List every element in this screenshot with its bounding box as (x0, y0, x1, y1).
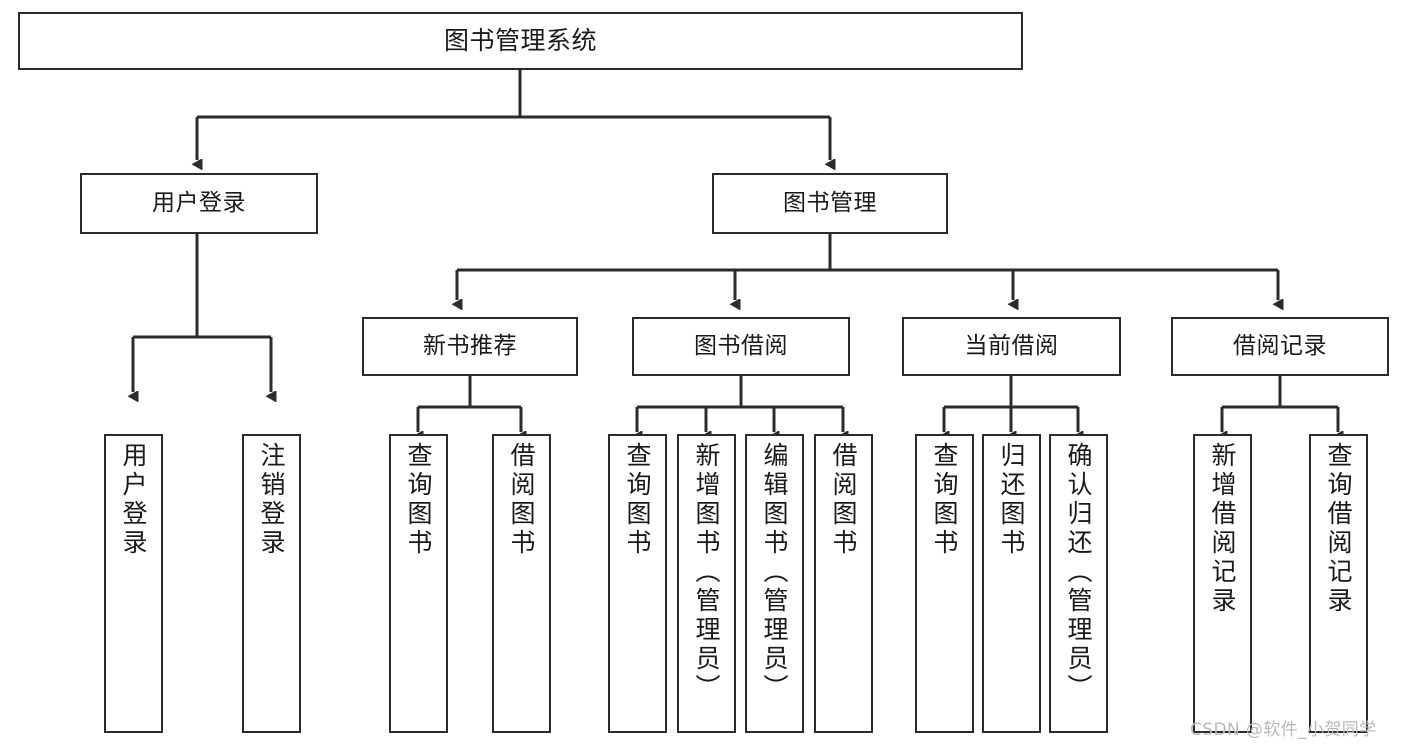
leaf-query-book-current[interactable]: 查询图书 (915, 434, 974, 733)
node-label: 注销登录 (257, 442, 286, 558)
node-label: 借阅记录 (1233, 332, 1327, 359)
node-label: 编辑图书（管理员） (760, 442, 789, 703)
leaf-user-login[interactable]: 用户登录 (104, 434, 163, 733)
node-label: 新增图书（管理员） (692, 442, 721, 703)
node-label: 新增借阅记录 (1208, 442, 1237, 616)
leaf-confirm-return-admin[interactable]: 确认归还（管理员） (1049, 434, 1108, 733)
node-label: 借阅图书 (507, 442, 536, 558)
leaf-user-logout[interactable]: 注销登录 (242, 434, 301, 733)
leaf-edit-book-admin[interactable]: 编辑图书（管理员） (745, 434, 804, 733)
watermark-text: CSDN @软件_小贺同学 (1190, 720, 1377, 740)
node-borrow-record[interactable]: 借阅记录 (1171, 317, 1389, 376)
node-label: 用户登录 (152, 189, 246, 216)
leaf-borrow-book-borrow[interactable]: 借阅图书 (814, 434, 873, 733)
node-label: 当前借阅 (964, 332, 1059, 359)
leaf-query-borrow-record[interactable]: 查询借阅记录 (1309, 434, 1368, 733)
leaf-return-book[interactable]: 归还图书 (982, 434, 1041, 733)
node-root-system[interactable]: 图书管理系统 (18, 12, 1023, 70)
node-label: 图书管理 (783, 189, 877, 216)
node-label: 查询图书 (404, 442, 433, 558)
node-current-borrow[interactable]: 当前借阅 (902, 317, 1121, 376)
node-label: 查询图书 (623, 442, 652, 558)
node-label: 图书借阅 (694, 332, 788, 359)
node-label: 查询图书 (930, 442, 959, 558)
node-user-login[interactable]: 用户登录 (80, 173, 318, 234)
leaf-query-book-new[interactable]: 查询图书 (389, 434, 448, 733)
node-label: 用户登录 (119, 442, 148, 558)
node-label: 查询借阅记录 (1324, 442, 1353, 616)
node-new-book-rec[interactable]: 新书推荐 (362, 317, 578, 376)
node-label: 确认归还（管理员） (1064, 442, 1093, 703)
node-label: 图书管理系统 (443, 26, 597, 55)
leaf-add-book-admin[interactable]: 新增图书（管理员） (677, 434, 736, 733)
node-label: 归还图书 (997, 442, 1026, 558)
leaf-query-book-borrow[interactable]: 查询图书 (608, 434, 667, 733)
node-label: 借阅图书 (829, 442, 858, 558)
node-book-manage[interactable]: 图书管理 (712, 173, 948, 234)
node-label: 新书推荐 (423, 332, 517, 359)
node-book-borrow[interactable]: 图书借阅 (632, 317, 850, 376)
leaf-add-borrow-record[interactable]: 新增借阅记录 (1193, 434, 1252, 733)
leaf-borrow-book-new[interactable]: 借阅图书 (492, 434, 551, 733)
